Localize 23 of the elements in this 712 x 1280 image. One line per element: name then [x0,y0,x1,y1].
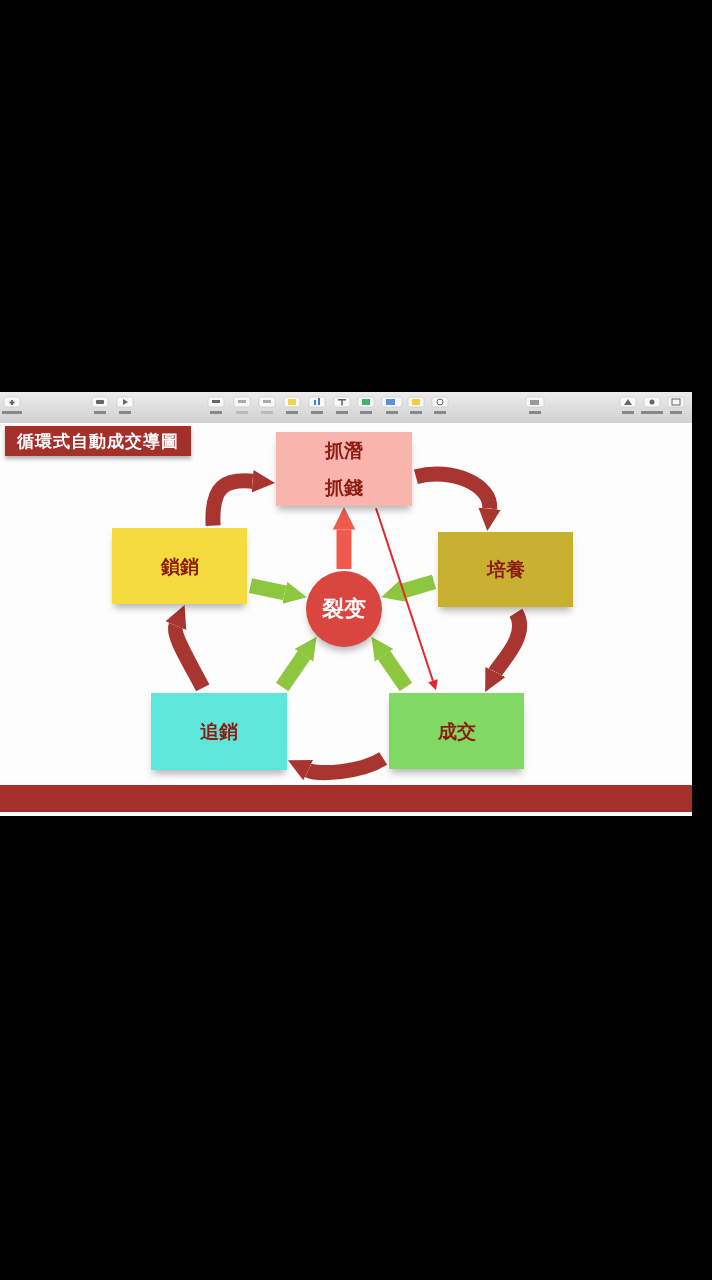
block-arrow [371,636,413,692]
title-banner: 循環式自動成交導圖 [5,426,191,456]
block-arrow [276,636,317,692]
curved-arrow [286,751,387,781]
process-box [151,693,287,770]
block-arrow [249,578,307,604]
circle-label: 裂变 [322,595,366,623]
center-circle [306,571,382,647]
box-label: 鎖銷 [160,554,199,578]
box-label: 抓錢 [325,476,363,499]
process-box [438,532,573,607]
process-box [276,432,412,506]
box-label: 追銷 [200,720,238,743]
process-box [112,528,247,604]
curved-arrow [483,609,527,692]
block-arrow [381,574,437,602]
arrow [375,507,438,691]
box-label: 成交 [437,719,476,743]
curved-arrow [164,603,210,692]
box-label: 抓潛 [325,439,363,462]
block-arrow [332,507,356,569]
process-box [389,693,524,769]
box-label: 培養 [486,558,525,581]
